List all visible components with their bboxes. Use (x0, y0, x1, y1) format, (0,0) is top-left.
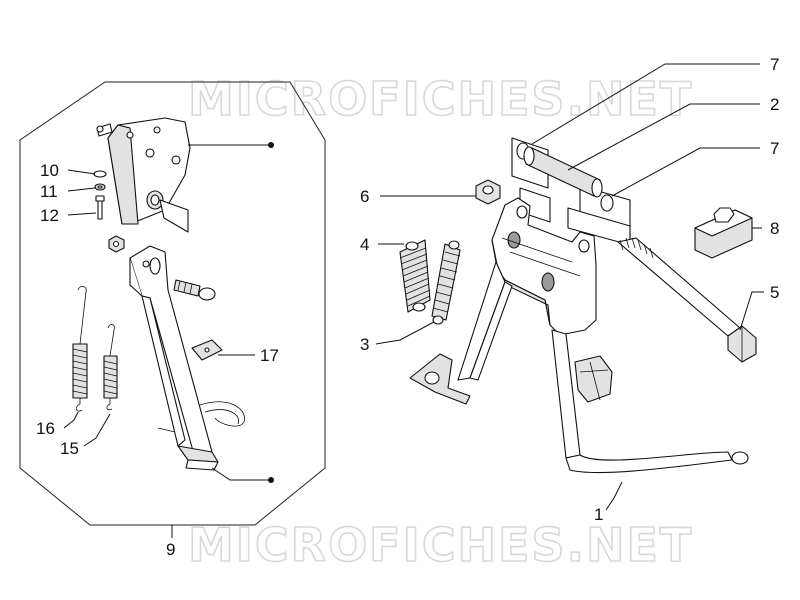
callout-10: 10 (40, 161, 59, 180)
callout-8: 8 (770, 219, 779, 238)
callout-4: 4 (360, 235, 369, 254)
nut-small (108, 235, 125, 253)
callout-11: 11 (40, 182, 58, 201)
washer-11 (94, 183, 106, 191)
callout-17: 17 (260, 346, 279, 365)
callout-6: 6 (360, 187, 369, 206)
leader-16 (63, 411, 79, 429)
callout-5: 5 (770, 283, 779, 302)
leader-10 (67, 169, 96, 175)
callout-7b: 7 (770, 139, 779, 158)
spring-16 (72, 286, 88, 412)
watermark-bottom: MICROFICHES.NET (188, 518, 693, 572)
leader-2 (567, 103, 760, 171)
nut-6 (475, 179, 501, 205)
side-stand-leg (129, 245, 219, 471)
leader-dot-bottom (268, 477, 274, 483)
leader-leg (211, 467, 270, 481)
tube-2 (523, 146, 603, 198)
leader-11 (67, 187, 96, 192)
pivot-pin (173, 279, 216, 301)
callout-7a: 7 (770, 55, 779, 74)
spring-3 (431, 240, 461, 325)
leader-3 (375, 321, 435, 345)
callout-1: 1 (594, 505, 603, 524)
callout-15: 15 (60, 439, 79, 458)
stand-hook-wire (157, 401, 245, 433)
leader-15 (83, 413, 111, 447)
spring-15 (103, 324, 118, 411)
callout-12: 12 (40, 206, 59, 225)
leader-12 (67, 212, 97, 216)
leader-7a (531, 63, 760, 145)
center-stand-left-leg (409, 261, 513, 405)
spring-4 (399, 239, 431, 313)
leader-1 (605, 481, 623, 511)
bolt-5 (617, 237, 757, 363)
watermark-top: MICROFICHES.NET (188, 72, 693, 126)
group-outline (19, 81, 326, 526)
leader-7b (611, 147, 760, 197)
rubber-block-8 (694, 207, 753, 259)
center-stand-right-leg (551, 329, 749, 474)
callout-3: 3 (360, 335, 369, 354)
bracket-stud (96, 123, 113, 137)
screw-12 (95, 195, 105, 220)
center-stand-frame (491, 197, 597, 336)
washer-10 (93, 170, 107, 178)
clip-17 (191, 339, 223, 361)
group-label: 9 (166, 540, 175, 559)
leader-5 (739, 291, 764, 331)
leader-dot-top (268, 142, 274, 148)
callout-16: 16 (36, 419, 55, 438)
callout-2: 2 (770, 95, 779, 114)
side-stand-bracket (107, 117, 191, 233)
